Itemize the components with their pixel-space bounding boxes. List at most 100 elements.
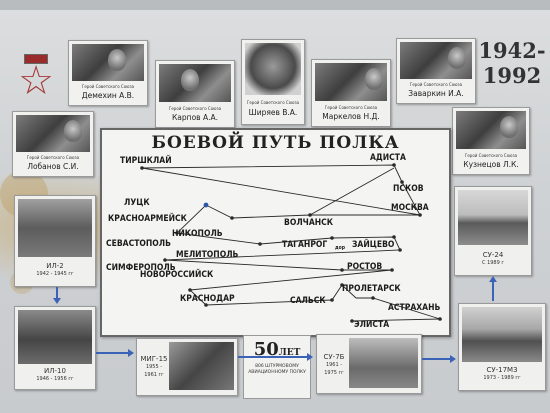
route-point bbox=[330, 236, 334, 240]
city-label: МОСКВА bbox=[391, 203, 429, 213]
aircraft-caption: СУ-17М3 1973 - 1989 гг bbox=[461, 366, 543, 382]
city-label: НИКОПОЛЬ bbox=[172, 229, 223, 239]
hero-name: Заваркин И.А. bbox=[408, 89, 464, 98]
arrow-line bbox=[238, 356, 308, 358]
jubilee-number: 50ЛЕТ bbox=[253, 339, 301, 360]
arrow-up-icon bbox=[489, 276, 497, 282]
city-label: ВОЛЧАНСК bbox=[284, 218, 334, 228]
map-title: БОЕВОЙ ПУТЬ ПОЛКА bbox=[151, 133, 400, 153]
aircraft-name: ИЛ-2 bbox=[46, 262, 64, 270]
aircraft-years: 1946 - 1956 гг bbox=[36, 376, 74, 382]
route-point bbox=[203, 202, 209, 208]
city-label: ЭЛИСТА bbox=[354, 320, 390, 330]
hero-photo bbox=[159, 64, 231, 103]
route-point bbox=[398, 248, 402, 252]
route-point bbox=[400, 180, 404, 184]
jubilee-suffix: ЛЕТ bbox=[278, 348, 301, 358]
arrow-down-icon bbox=[53, 298, 61, 304]
wall-top bbox=[0, 0, 550, 10]
aircraft-photo bbox=[18, 310, 92, 364]
city-label: СЕВАСТОПОЛЬ bbox=[106, 239, 171, 249]
route-point bbox=[392, 163, 396, 167]
jubilee-text: 806 ШТУРМОВОМУ АВИАЦИОННОМУ ПОЛКУ bbox=[248, 364, 306, 375]
aircraft-years: 1942 - 1945 гг bbox=[36, 271, 74, 277]
hero-card: Герой Советского Союза Маркелов Н.Д. bbox=[311, 59, 391, 127]
aircraft-caption: ИЛ-10 1946 - 1956 гг bbox=[17, 367, 93, 383]
city-label: САЛЬСК bbox=[290, 296, 326, 306]
route-point bbox=[330, 298, 334, 302]
hero-card: Герой Советского Союза Лобанов С.И. bbox=[12, 111, 94, 177]
city-label: ПРОЛЕТАРСК bbox=[342, 284, 401, 294]
city-label: АСТРАХАНЬ bbox=[388, 303, 441, 313]
hero-name: Демехин А.В. bbox=[81, 91, 135, 100]
aircraft-plate-su7b: СУ-7Б 1961 - 1975 гг bbox=[316, 334, 422, 394]
aircraft-caption: ИЛ-2 1942 - 1945 гг bbox=[17, 262, 93, 278]
route-lines bbox=[140, 163, 442, 323]
aircraft-plate-su17: СУ-17М3 1973 - 1989 гг bbox=[458, 303, 546, 391]
aircraft-photo bbox=[462, 307, 542, 362]
aircraft-years: 1973 - 1989 гг bbox=[483, 375, 521, 381]
route-point bbox=[204, 303, 208, 307]
route-point bbox=[350, 319, 354, 323]
hero-name: Маркелов Н.Д. bbox=[322, 112, 380, 121]
route-point bbox=[258, 242, 262, 246]
arrow-line bbox=[422, 358, 450, 360]
aircraft-name: СУ-7Б bbox=[323, 353, 345, 361]
arrow-right-icon bbox=[128, 349, 134, 357]
aircraft-photo bbox=[458, 190, 528, 245]
city-label-prefix: дор bbox=[335, 245, 345, 251]
hero-photo bbox=[16, 115, 90, 153]
gold-star-icon: ☆ bbox=[18, 58, 54, 104]
aircraft-plate-il10: ИЛ-10 1946 - 1956 гг bbox=[14, 306, 96, 390]
hero-title: Герой Советского Союза bbox=[81, 84, 135, 89]
route-point bbox=[390, 268, 394, 272]
city-label: ТАГАНРОГ bbox=[282, 240, 328, 250]
route-point bbox=[340, 268, 344, 272]
route-point bbox=[392, 235, 396, 239]
aircraft-plate-il2: ИЛ-2 1942 - 1945 гг bbox=[14, 195, 96, 287]
aircraft-caption: СУ-24 С 1989 г bbox=[457, 251, 529, 267]
route-point bbox=[340, 283, 344, 287]
hero-card: Герой Советского Союза Кузнецов Л.К. bbox=[452, 107, 530, 175]
route-point bbox=[418, 213, 422, 217]
hero-name: Кузнецов Л.К. bbox=[463, 160, 519, 169]
aircraft-name: СУ-24 bbox=[482, 251, 504, 259]
city-label: РОСТОВ bbox=[347, 262, 383, 272]
aircraft-years: С 1989 г bbox=[481, 260, 505, 266]
medal-ribbon bbox=[24, 54, 48, 64]
hero-photo bbox=[456, 111, 526, 150]
aircraft-plate-su24: СУ-24 С 1989 г bbox=[454, 186, 532, 276]
city-label: ЛУЦК bbox=[124, 198, 150, 208]
aircraft-years: 1955 - 1961 гг bbox=[144, 364, 164, 378]
aircraft-name: СУ-17М3 bbox=[486, 366, 518, 374]
hero-name: Лобанов С.И. bbox=[27, 162, 79, 171]
hero-title: Герой Советского Союза bbox=[168, 106, 222, 111]
route-point bbox=[175, 231, 179, 235]
hero-photo bbox=[245, 43, 301, 96]
hero-card: Герой Советского Союза Заваркин И.А. bbox=[396, 38, 476, 104]
city-label: МЕЛИТОПОЛЬ bbox=[176, 250, 239, 260]
aircraft-photo bbox=[349, 338, 418, 388]
hero-photo bbox=[315, 63, 387, 102]
year-start: 1942- bbox=[478, 38, 546, 63]
city-label: ПСКОВ bbox=[393, 184, 424, 194]
route-point bbox=[308, 213, 312, 217]
aircraft-caption: МИГ-15 1955 - 1961 гг bbox=[139, 355, 169, 379]
route-point bbox=[438, 317, 442, 321]
hero-card: Герой Советского Союза Ширяев В.А. bbox=[241, 39, 305, 125]
hero-title: Герой Советского Союза bbox=[246, 100, 300, 105]
arrow-line bbox=[56, 287, 58, 299]
year-end: 1992 bbox=[482, 63, 542, 88]
hero-title: Герой Советского Союза bbox=[464, 153, 518, 158]
aircraft-name: ИЛ-10 bbox=[44, 367, 66, 375]
combat-path-map: БОЕВОЙ ПУТЬ ПОЛКА bbox=[100, 128, 451, 337]
arrow-right-icon bbox=[307, 353, 313, 361]
city-label: НОВОРОССИЙСК bbox=[140, 270, 214, 280]
hero-photo bbox=[400, 42, 472, 80]
arrow-line bbox=[492, 281, 494, 301]
aircraft-caption: СУ-7Б 1961 - 1975 гг bbox=[319, 353, 349, 377]
hero-title: Герой Советского Союза bbox=[26, 155, 80, 160]
route-point bbox=[371, 296, 375, 300]
aircraft-photo bbox=[18, 199, 92, 257]
aircraft-plate-mig15: МИГ-15 1955 - 1961 гг bbox=[136, 338, 238, 396]
